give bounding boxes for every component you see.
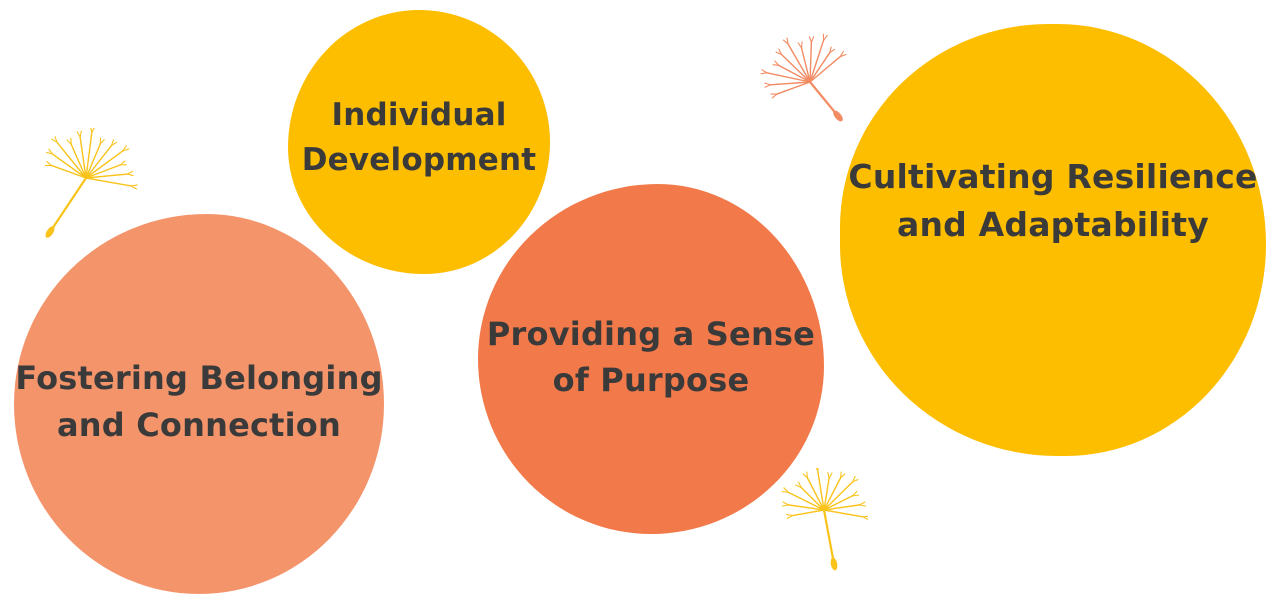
bubble-label: Providing a Sense of Purpose [486, 314, 816, 399]
bubble-belonging-connection: Fostering Belonging and Connection [14, 214, 384, 594]
bubble-sense-of-purpose: Providing a Sense of Purpose [478, 184, 824, 534]
bubble-label: Cultivating Resilience and Adaptability [848, 157, 1258, 244]
dandelion-seed-icon [44, 128, 138, 238]
bubble-individual-development: Individual Development [288, 10, 550, 274]
bubble-label: Fostering Belonging and Connection [15, 359, 383, 444]
bubble-label: Individual Development [301, 97, 537, 178]
dandelion-seed-icon [781, 468, 868, 571]
bubble-resilience-adaptability: Cultivating Resilience and Adaptability [840, 24, 1266, 456]
dandelion-seed-icon [760, 33, 847, 122]
